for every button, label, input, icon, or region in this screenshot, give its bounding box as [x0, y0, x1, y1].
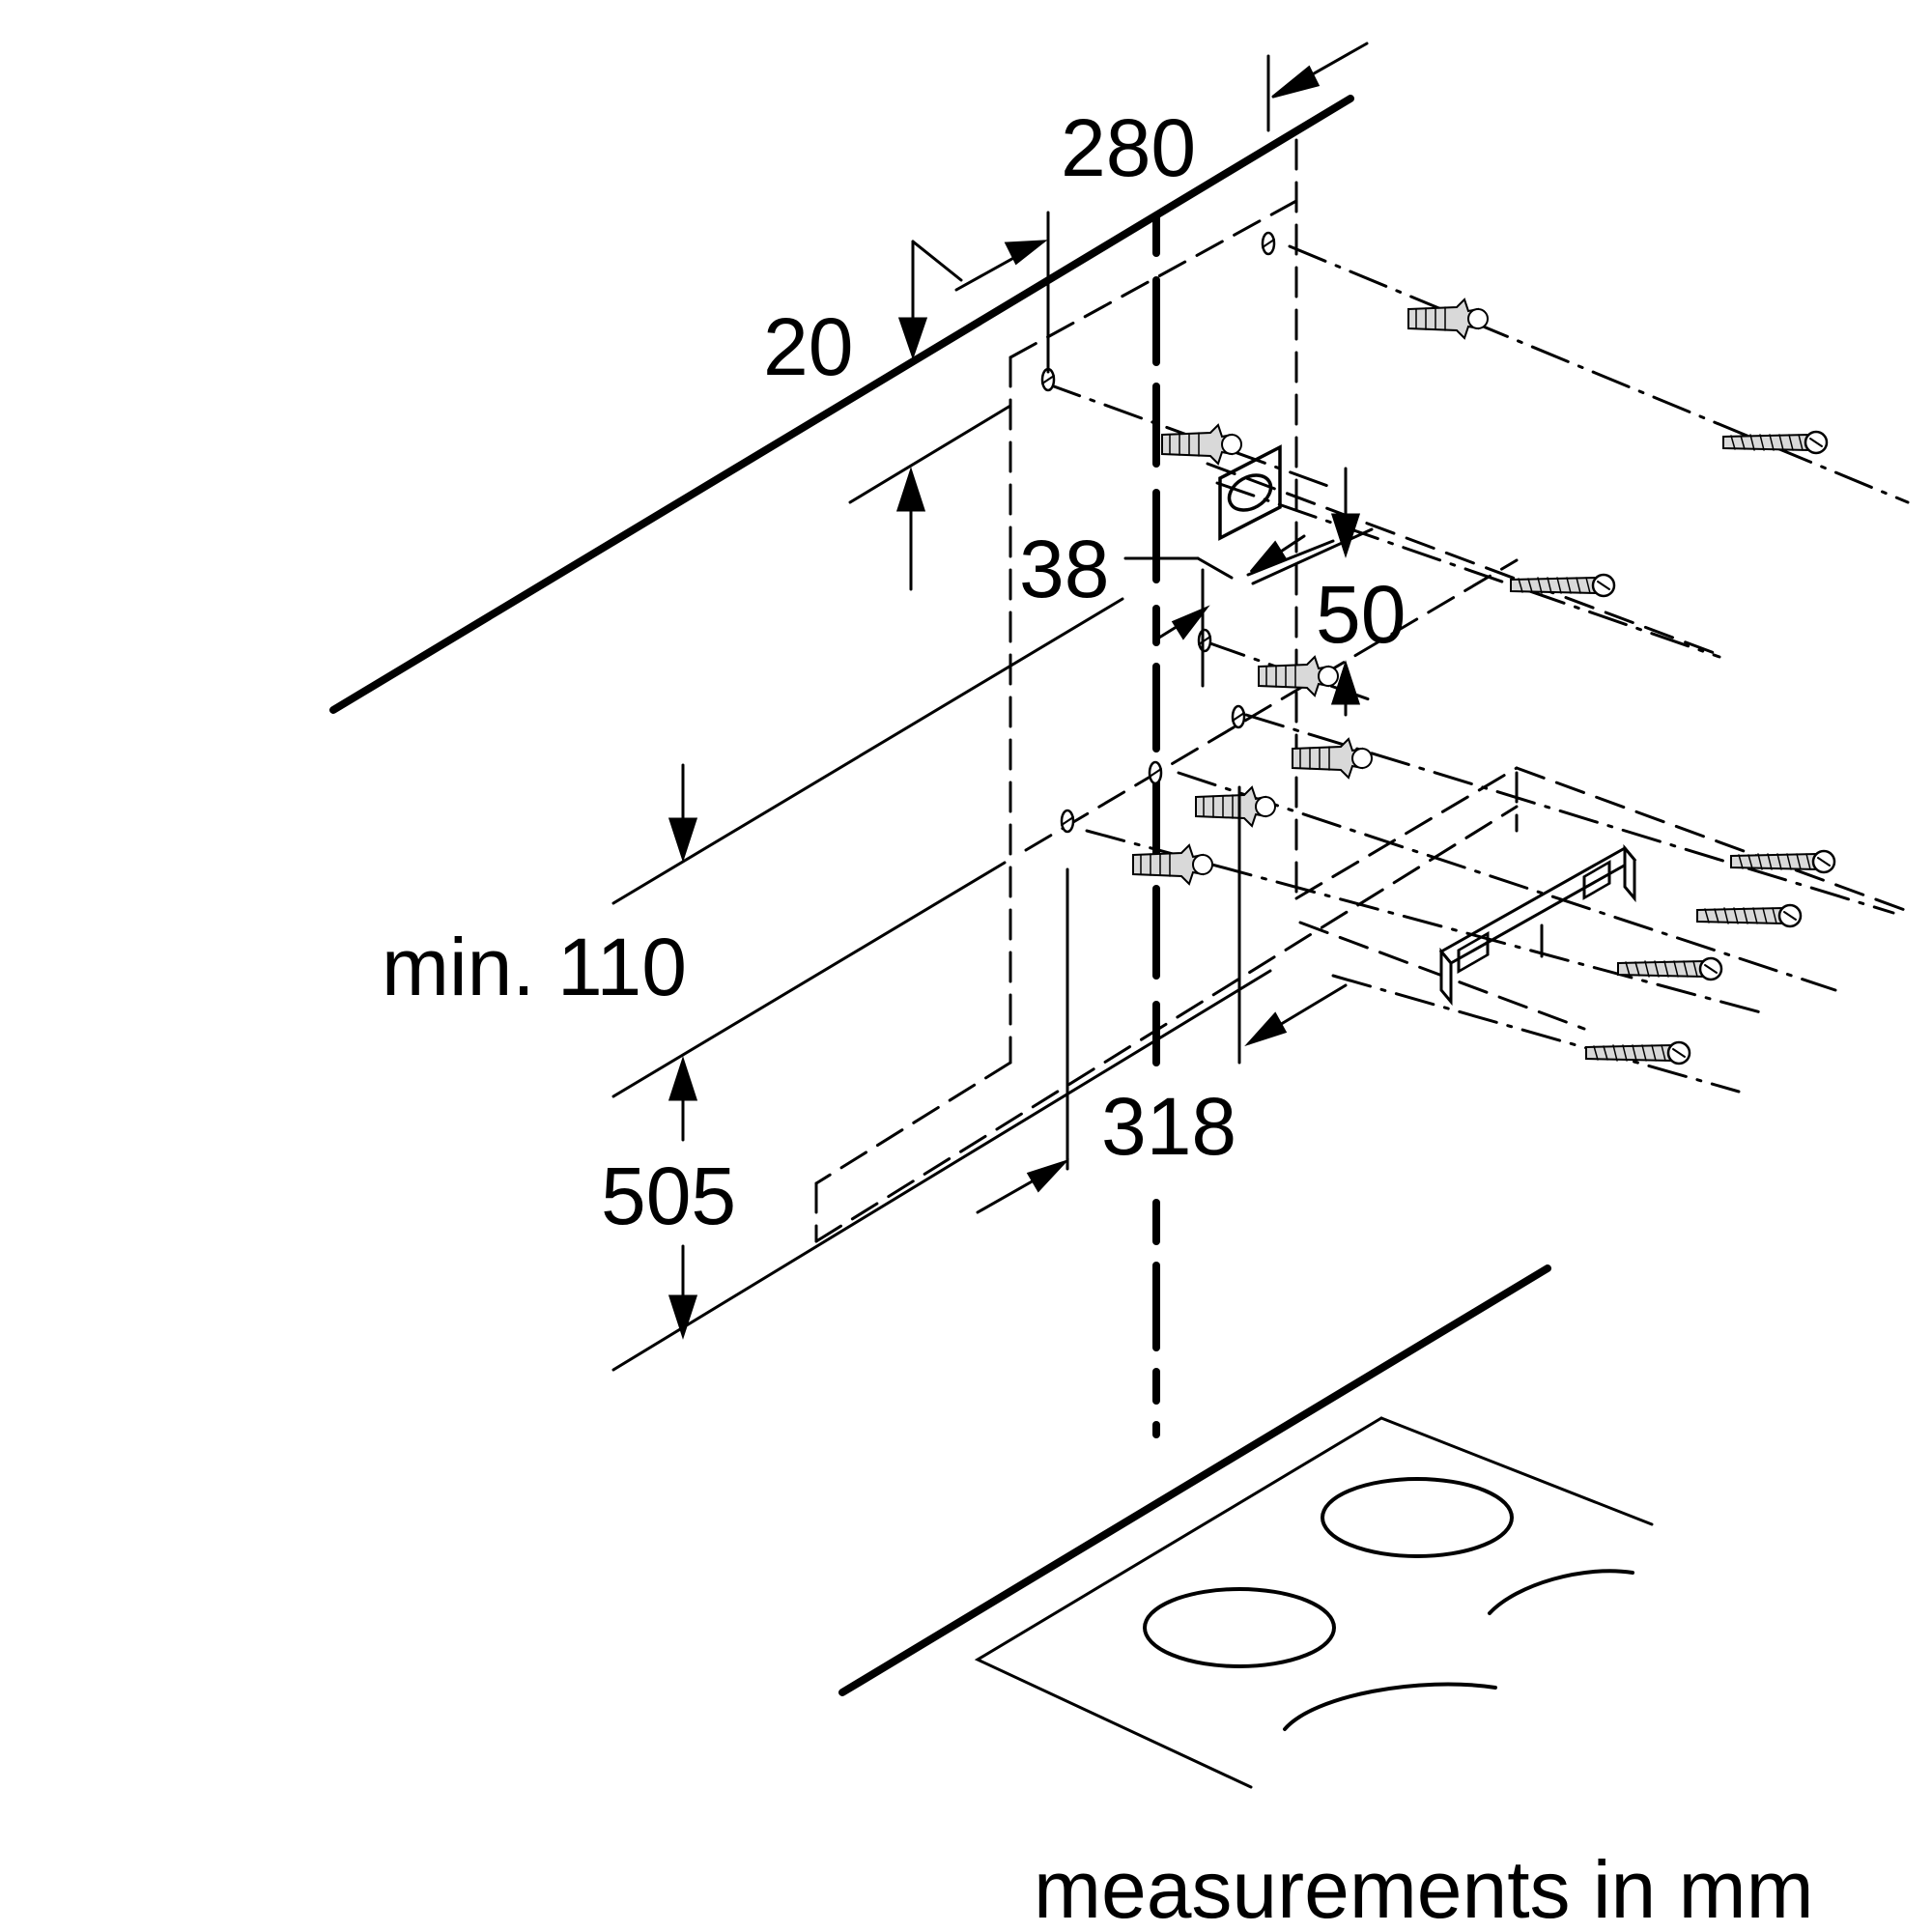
dimension-min-110: min. 110	[382, 922, 687, 1012]
dimension-labels: 280 20 38 50 min. 110 505 318	[382, 102, 1406, 1241]
hob-ring-4	[1283, 1682, 1497, 1731]
dimension-38: 38	[1019, 524, 1109, 614]
duct-outlet	[1218, 444, 1282, 541]
screw-1	[1721, 430, 1829, 455]
screw-6	[1584, 1040, 1691, 1065]
fixing-point-low-1	[1148, 760, 1163, 785]
dimension-505: 505	[601, 1151, 736, 1241]
cooktop	[974, 1416, 1654, 1789]
worktop-line	[838, 1264, 1551, 1696]
wall-plug-5	[1195, 786, 1276, 827]
hob-ring-1	[1321, 1477, 1514, 1558]
fixing-point-low-2	[1060, 809, 1075, 834]
screw-3	[1729, 849, 1836, 874]
hob-ring-2	[1143, 1587, 1336, 1668]
wall-plug-6	[1132, 844, 1213, 885]
units-note: measurements in mm	[1034, 1844, 1814, 1932]
hob-ring-3	[1488, 1569, 1634, 1615]
dimension-318: 318	[1101, 1081, 1236, 1172]
screw-5	[1616, 956, 1723, 981]
wall-plug-4	[1292, 738, 1373, 779]
wall-plug-1	[1407, 298, 1489, 339]
extension-lines	[611, 54, 1374, 1372]
fixing-point-top-right	[1261, 231, 1276, 256]
mounting-bracket	[1438, 843, 1637, 1007]
dimension-20: 20	[763, 301, 853, 392]
fixing-point-mid-1	[1197, 628, 1212, 653]
hood-outline	[814, 138, 1915, 1243]
dimension-280: 280	[1061, 102, 1196, 193]
screw-2	[1509, 573, 1616, 598]
dimension-50: 50	[1316, 569, 1406, 660]
ceiling-line	[329, 95, 1354, 714]
screw-4	[1695, 903, 1803, 928]
dimension-arrows	[668, 42, 1369, 1340]
fixing-point-mid-2	[1231, 704, 1246, 729]
fixing-axes	[1041, 244, 1910, 1094]
